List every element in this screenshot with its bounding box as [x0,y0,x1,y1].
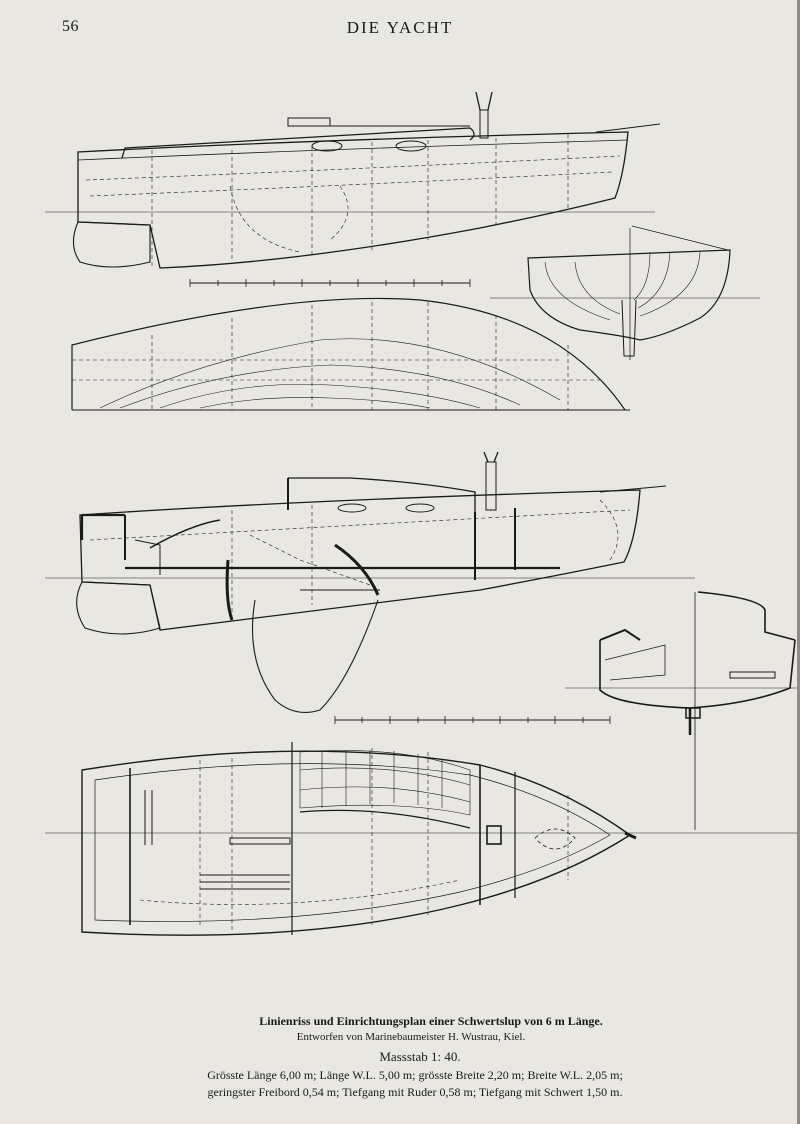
page-number: 56 [62,18,79,35]
caption-dimensions-line-1: Grösste Länge 6,00 m; Länge W.L. 5,00 m;… [207,1068,623,1082]
figure-caption: Linienriss und Einrichtungsplan einer Sc… [0,1014,800,1101]
midship-section-view [565,591,800,830]
profile-view [45,91,661,287]
half-breadth-view [71,297,630,411]
page-edge [797,0,800,1124]
body-plan-view [490,225,760,360]
caption-scale: Massstab 1: 40. [379,1049,461,1064]
caption-dimensions: Grösste Länge 6,00 m; Länge W.L. 5,00 m;… [30,1067,800,1101]
arrangement-plan-view [45,742,800,936]
caption-title: Linienriss und Einrichtungsplan einer Sc… [259,1014,603,1028]
caption-dimensions-line-2: geringster Freibord 0,54 m; Tiefgang mit… [207,1085,623,1099]
arrangement-profile-view [45,451,695,724]
caption-designer: Entworfen von Marinebaumeister H. Wustra… [296,1031,526,1043]
running-title: DIE YACHT [346,18,454,37]
